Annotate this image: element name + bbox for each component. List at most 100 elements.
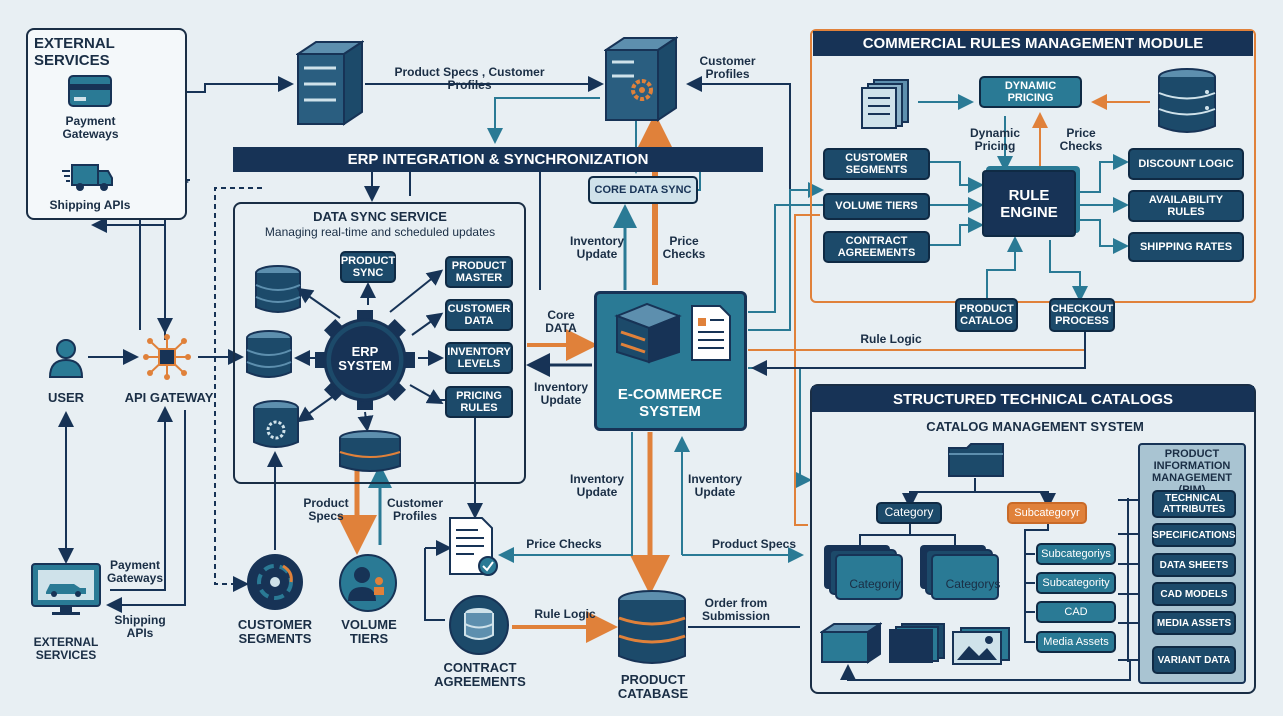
price-checks-2-label: Price Checks: [526, 537, 602, 551]
rule-engine-label: RULE ENGINE: [1000, 187, 1058, 221]
image-icon: [952, 627, 1010, 665]
product-database-label: PRODUCT CATABASE: [617, 672, 689, 702]
volume-tiers-label: VOLUME TIERS: [341, 617, 397, 647]
core-data-sync-pill: CORE DATA SYNC: [588, 176, 698, 204]
contract-agreements-pill: CONTRACT AGREEMENTS: [823, 231, 930, 263]
commercial-header: COMMERCIAL RULES MANAGEMENT MODULE: [813, 31, 1253, 56]
dynamic-pricing-pill: DYNAMIC PRICING: [979, 76, 1082, 108]
files-icon: [889, 623, 945, 663]
top-flow-label: Product Specs , Customer Profiles: [394, 65, 545, 93]
bottom-return: [840, 660, 1131, 681]
monitor-car-icon: [31, 563, 101, 615]
shipping-apis-label: Shipping APIs: [49, 198, 131, 212]
erp-system-label: ERP SYSTEM: [338, 344, 392, 374]
customer-profiles-bottom-label: Customer Profiles: [386, 496, 443, 524]
categorys-label: Categorys: [945, 577, 1001, 591]
folder-down: [902, 478, 976, 509]
commercial-panel: [810, 29, 1256, 303]
subcategority-pill: Subcategority: [1036, 572, 1116, 594]
checkout-process-pill: CHECKOUT PROCESS: [1049, 298, 1115, 332]
cube-icon: [820, 622, 882, 664]
folder-icon: [948, 443, 1004, 477]
product-master-pill: PRODUCT MASTER: [445, 256, 513, 288]
customer-profiles-top-label: Customer Profiles: [699, 54, 756, 82]
dashed-gateway-line: [214, 187, 262, 592]
customer-profiles-line: [686, 76, 800, 191]
discount-logic-pill: DISCOUNT LOGIC: [1128, 148, 1244, 180]
inventory-update-2-label: Inventory Update: [533, 380, 588, 408]
rule-engine-box: [982, 170, 1076, 237]
contract-document-icon: [449, 517, 498, 576]
erp-header: ERP INTEGRATION & SYNCHRONIZATION: [233, 147, 763, 172]
media-assets-pill: Media Assets: [1036, 631, 1116, 653]
shipping-rates-pill: SHIPPING RATES: [1128, 232, 1244, 262]
data-sheets-pill: DATA SHEETS: [1152, 553, 1236, 577]
database-commercial-icon: [1158, 68, 1216, 133]
subcategoriys-pill: Subcategoriys: [1036, 543, 1116, 565]
cad-models-pill: CAD MODELS: [1152, 582, 1236, 606]
data-sync-panel: [233, 202, 526, 484]
folder-down-2: [975, 491, 1056, 509]
media-assets-pim-pill: MEDIA ASSETS: [1152, 611, 1236, 635]
core-data-label: Core DATA: [545, 308, 577, 336]
orange-catalog-line: [794, 214, 820, 526]
variant-data-pill: VARIANT DATA: [1152, 646, 1236, 674]
product-catalog-pill: PRODUCT CATALOG: [955, 298, 1018, 332]
customer-segments-icon: [247, 554, 303, 610]
database-stack-icon: [339, 430, 401, 472]
truck-icon: [62, 164, 113, 191]
api-gateway-label: API GATEWAY: [124, 390, 214, 405]
pricing-rules-pill: PRICING RULES: [445, 386, 513, 418]
ecommerce-label: E-COMMERCE SYSTEM: [617, 386, 723, 420]
data-sync-subtitle: Managing real-time and scheduled updates: [264, 225, 496, 239]
contract-agreements-label: CONTRACT AGREEMENTS: [434, 660, 526, 690]
ecom-right-line: [748, 367, 812, 488]
api-gateway-icon: [143, 334, 191, 380]
technical-attributes-pill: TECHNICAL ATTRIBUTES: [1152, 490, 1236, 518]
price-checks-label: Price Checks: [662, 234, 706, 262]
database-icon: [255, 265, 301, 313]
category-stack-icon: [824, 545, 903, 600]
subcategory-top-pill: Subcategoryr: [1007, 502, 1087, 524]
contract-to-engine: [930, 217, 984, 246]
rule-logic-commercial-label: Rule Logic: [860, 332, 922, 346]
customer-segments-label: CUSTOMER SEGMENTS: [237, 617, 313, 647]
inventory-levels-pill: INVENTORY LEVELS: [445, 342, 513, 374]
product-specs-bottom-label: Product Specs: [303, 496, 349, 524]
checkout-to-ecom-line: [751, 330, 1086, 376]
cad-pill: CAD: [1036, 601, 1116, 623]
user-icon: [48, 339, 84, 378]
inventory-update-4-label: Inventory Update: [687, 472, 742, 500]
payment-gateways-label: Payment Gateways: [62, 114, 119, 142]
engine-to-discount: [1075, 154, 1129, 193]
inventory-update-label: Inventory Update: [569, 234, 624, 262]
payment-gateways-bottom-label: Payment Gateways: [106, 558, 164, 586]
gateway-up-line: [91, 217, 166, 340]
seg-to-engine: [930, 161, 984, 193]
cat-branch-2: [910, 534, 956, 545]
server-icon: [296, 40, 364, 126]
catalog-to-engine: [986, 236, 1023, 300]
erp-gear-icon: [315, 310, 415, 410]
cat-branch: [859, 522, 911, 545]
credit-card-icon: [68, 75, 112, 107]
volume-tiers-pill: VOLUME TIERS: [823, 193, 930, 220]
user-label: USER: [47, 390, 85, 405]
documents-icon: [861, 79, 909, 129]
catalogs-header: STRUCTURED TECHNICAL CATALOGS: [812, 386, 1254, 412]
product-sync-pill: PRODUCT SYNC: [340, 251, 396, 283]
customer-data-pill: CUSTOMER DATA: [445, 299, 513, 331]
availability-rules-pill: AVAILABILITY RULES: [1128, 190, 1244, 222]
price-checks-line: [498, 432, 633, 563]
engine-to-checkout: [1049, 240, 1088, 302]
shipping-apis-bottom-label: Shipping APIs: [114, 613, 166, 641]
server-gear-icon: [604, 36, 678, 122]
catalogs-panel: [810, 384, 1256, 694]
engine-to-shipping: [1075, 219, 1129, 254]
order-from-label: Order from Submission: [701, 596, 770, 624]
product-specs-center-label: Product Specs: [711, 537, 797, 551]
bottom-shipping-line: [106, 410, 186, 613]
external-services-bottom-label: EXTERNAL SERVICES: [33, 635, 99, 663]
external-services-title: EXTERNAL SERVICES: [34, 35, 115, 69]
inventory-update-3-label: Inventory Update: [569, 472, 624, 500]
